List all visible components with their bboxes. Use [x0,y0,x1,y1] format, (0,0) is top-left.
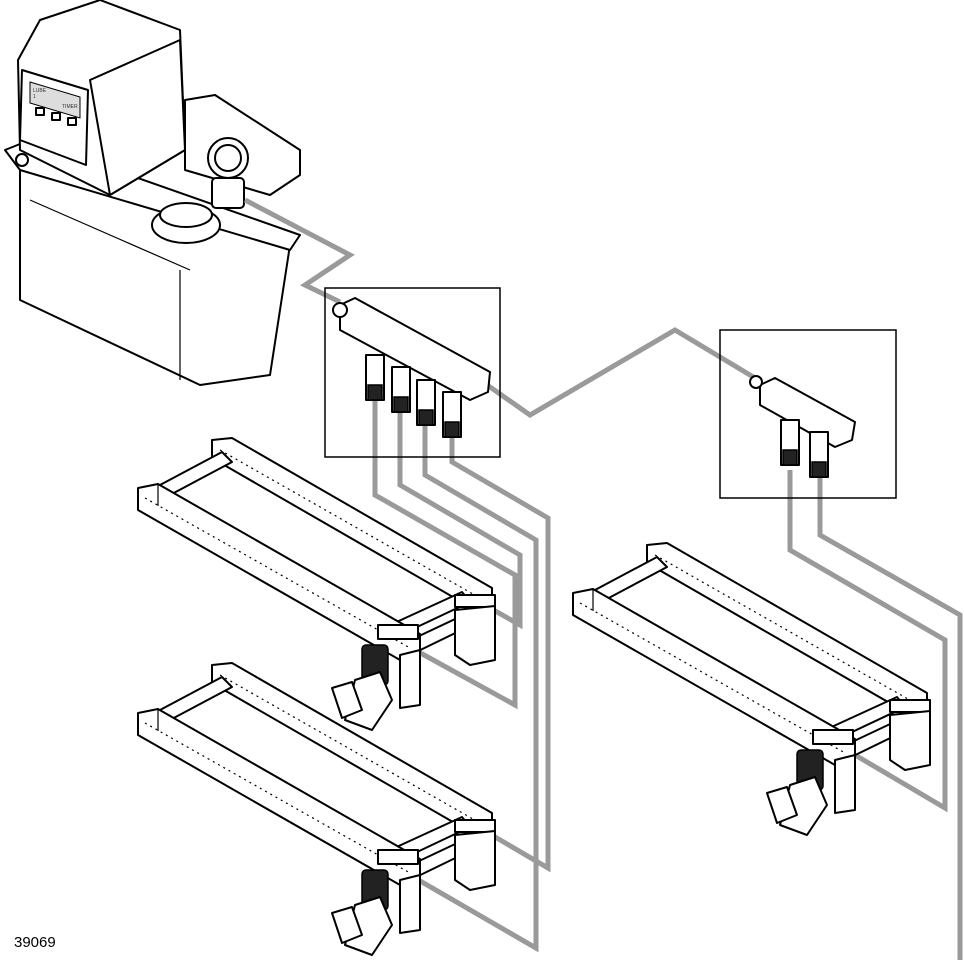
hose-pump-to-manifold-1 [243,197,355,305]
hose-outlet-2 [397,410,523,630]
hoses [243,197,963,960]
hose-outlet-4 [449,420,551,873]
hose-manifold-1-to-manifold-2 [478,327,757,418]
manifold-1 [324,287,501,458]
lubrication-pump: LUBE 1 TIMER [4,0,301,386]
hose-outlet-5 [787,470,948,813]
lcd-display [29,81,81,119]
lcd-label: LUBE [33,88,47,94]
conveyor-2 [137,662,496,956]
figure-number: 39069 [14,934,56,951]
panel-button [35,107,45,116]
hose-outlet-1 [372,400,518,710]
hose-outlet-6 [817,470,963,960]
panel-button [51,112,61,121]
lcd-mode: TIMER [62,104,78,110]
lcd-value: 1 [33,94,36,100]
manifold-2 [719,329,897,499]
conveyor-3 [572,542,931,836]
panel-button [67,117,77,126]
hose-outlet-3 [413,415,539,953]
